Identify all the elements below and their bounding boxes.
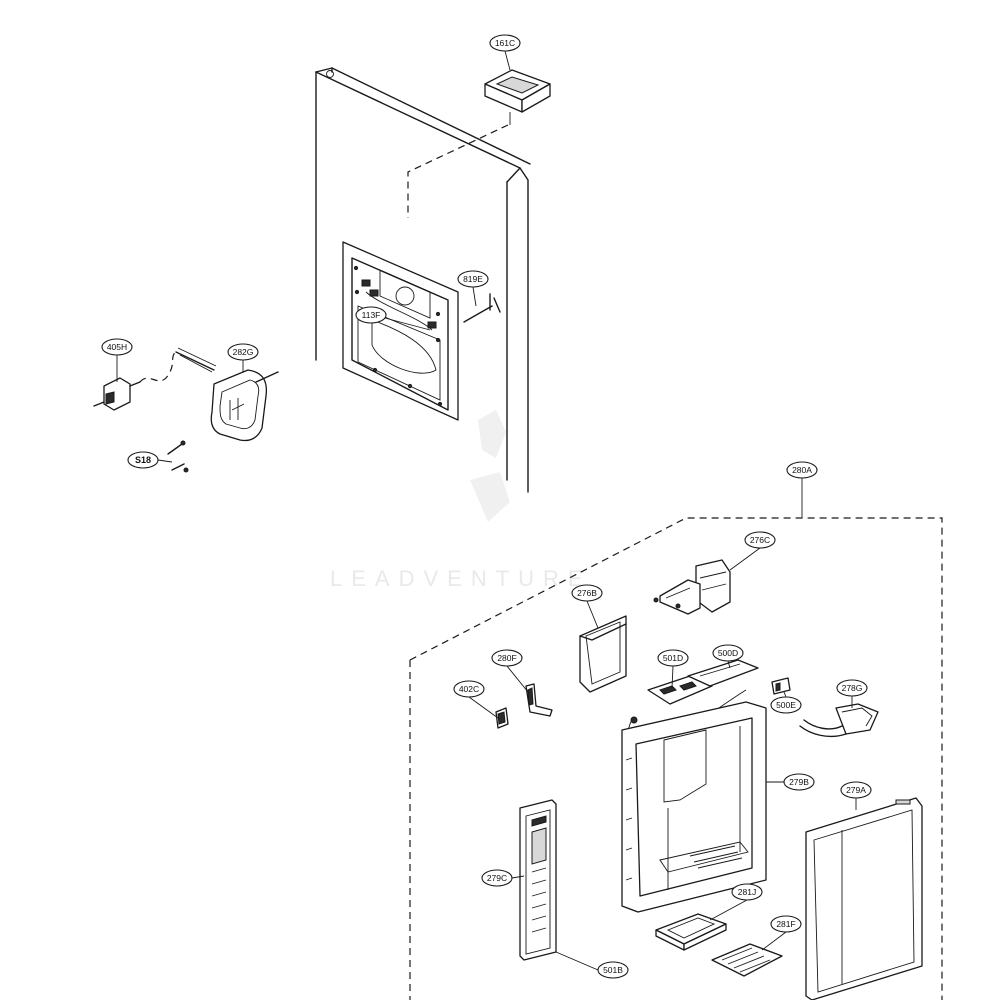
svg-text:278G: 278G: [842, 683, 863, 693]
watermark-text: LEADVENTURE: [330, 566, 592, 591]
svg-text:279A: 279A: [846, 785, 866, 795]
callout-280A: 280A: [786, 461, 818, 479]
part-405H: [93, 351, 177, 411]
watermark: LEADVENTURE: [330, 410, 592, 591]
callout-161C: 161C: [489, 34, 521, 52]
part-819E: [463, 293, 501, 323]
svg-text:161C: 161C: [495, 38, 515, 48]
callout-281J: 281J: [731, 883, 763, 901]
svg-text:276C: 276C: [750, 535, 770, 545]
callout-282G: 282G: [227, 343, 259, 361]
svg-text:282G: 282G: [233, 347, 254, 357]
svg-text:113F: 113F: [362, 310, 381, 320]
svg-text:S18: S18: [135, 455, 151, 465]
callout-405H: 405H: [101, 338, 133, 356]
part-276B: [579, 615, 627, 693]
svg-text:819E: 819E: [463, 274, 483, 284]
callout-S18: S18: [127, 451, 159, 469]
dispenser-recess: [342, 241, 459, 421]
part-501D: [647, 675, 713, 705]
callout-501B: 501B: [597, 961, 629, 979]
callout-279C: 279C: [481, 869, 513, 887]
svg-text:279B: 279B: [789, 777, 809, 787]
svg-text:501D: 501D: [663, 653, 683, 663]
callout-279B: 279B: [783, 773, 815, 791]
svg-text:280F: 280F: [497, 653, 516, 663]
part-281J: [655, 913, 727, 951]
part-282G: [175, 347, 279, 442]
door-panel: [315, 67, 531, 493]
part-402C: [495, 707, 509, 729]
svg-text:280A: 280A: [792, 465, 812, 475]
part-278G: [799, 703, 879, 738]
part-281F: [711, 943, 783, 977]
svg-text:501B: 501B: [603, 965, 623, 975]
callout-113F: 113F: [355, 306, 387, 324]
svg-text:500E: 500E: [776, 700, 796, 710]
svg-text:279C: 279C: [487, 873, 507, 883]
callout-500D: 500D: [712, 644, 744, 662]
part-280F: [525, 683, 553, 717]
svg-text:281J: 281J: [738, 887, 756, 897]
part-276C: [653, 559, 731, 615]
part-161C: [484, 69, 551, 125]
callout-276B: 276B: [571, 584, 603, 602]
callout-276C: 276C: [744, 531, 776, 549]
callout-402C: 402C: [453, 680, 485, 698]
part-279B: [621, 701, 767, 913]
callout-819E: 819E: [457, 270, 489, 288]
callout-281F: 281F: [770, 915, 802, 933]
svg-text:405H: 405H: [107, 342, 127, 352]
part-279C: [519, 799, 557, 961]
part-S18: [167, 440, 189, 473]
part-500E: [771, 677, 791, 695]
svg-text:281F: 281F: [776, 919, 795, 929]
assembly-280A-boundary: [409, 517, 943, 1000]
callout-280F: 280F: [491, 649, 523, 667]
svg-text:276B: 276B: [577, 588, 597, 598]
alignment-line-161C: [407, 124, 509, 218]
callout-279A: 279A: [840, 781, 872, 799]
svg-text:402C: 402C: [459, 684, 479, 694]
svg-text:500D: 500D: [718, 648, 738, 658]
callout-278G: 278G: [836, 679, 868, 697]
leader-lines: [116, 50, 857, 971]
callout-501D: 501D: [657, 649, 689, 667]
callout-500E: 500E: [770, 696, 802, 714]
part-279A: [805, 797, 923, 1000]
